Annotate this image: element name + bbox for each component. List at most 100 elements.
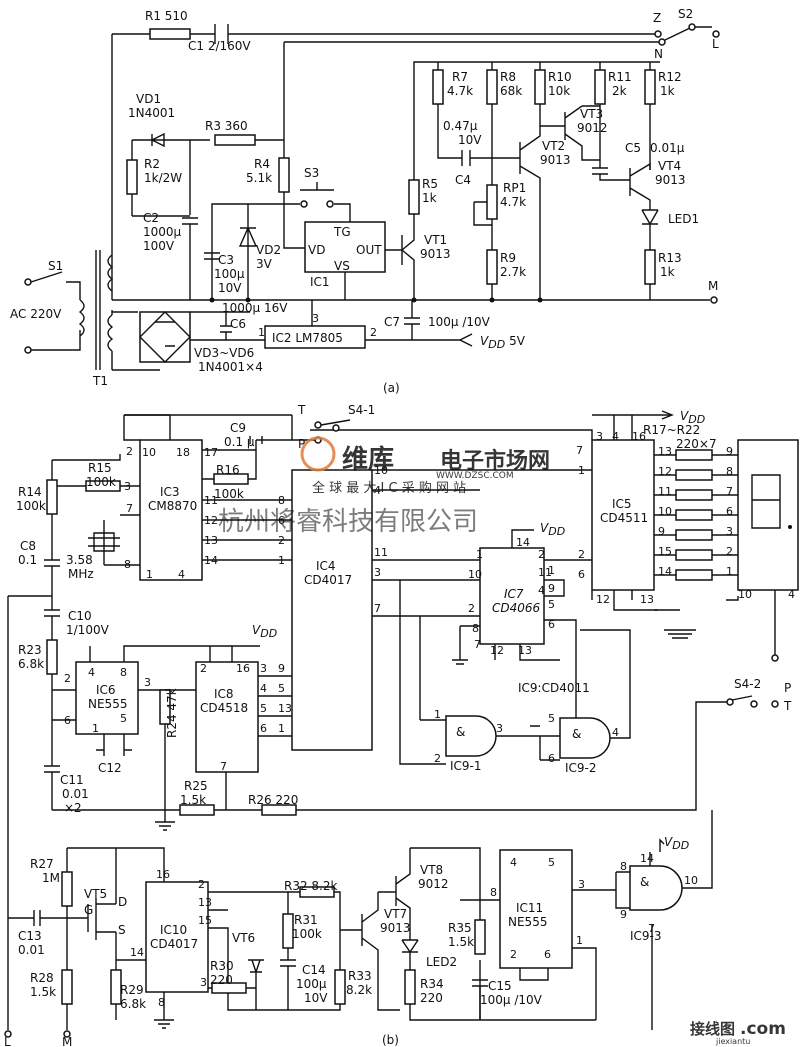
ic10-label: IC10 <box>160 923 187 937</box>
c5-label: C5 <box>625 141 641 155</box>
p-label-2: P <box>784 681 791 695</box>
vd36-label: VD3~VD6 <box>194 346 254 360</box>
r32-label: R32 8.2k <box>284 879 338 893</box>
r2-label: R2 <box>144 157 160 171</box>
svg-text:3: 3 <box>726 525 733 538</box>
svg-text:7: 7 <box>726 485 733 498</box>
vt4-label: VT4 <box>658 159 681 173</box>
c6-value: 1000μ 16V <box>222 301 288 315</box>
c14-label: C14 <box>302 963 326 977</box>
c7-label: C7 <box>384 315 400 329</box>
svg-text:8: 8 <box>726 465 733 478</box>
c11-label: C11 <box>60 773 84 787</box>
svg-text:4: 4 <box>538 584 545 597</box>
r12-resistor <box>644 69 656 105</box>
r23-label: R23 <box>18 643 42 657</box>
r15-label: R15 <box>88 461 112 475</box>
c9-value: 0.1 μ <box>224 435 255 449</box>
c15-value: 100μ /10V <box>480 993 543 1007</box>
ic1-out: OUT <box>356 243 382 257</box>
svg-text:8: 8 <box>158 996 165 1009</box>
r1-label: R1 510 <box>145 9 188 23</box>
c11-value1: 0.01 <box>62 787 89 801</box>
ic2-pin2: 2 <box>370 326 377 339</box>
svg-text:13: 13 <box>278 702 292 715</box>
c14-value1: 100μ <box>296 977 327 991</box>
schematic-a <box>24 23 720 371</box>
svg-text:14: 14 <box>658 565 672 578</box>
c15-label: C15 <box>488 979 512 993</box>
vt3-value: 9012 <box>577 121 608 135</box>
svg-text:10: 10 <box>738 588 752 601</box>
bridge-rectifier <box>139 311 191 363</box>
ic4-box <box>291 469 373 751</box>
ic8-label: IC8 <box>214 687 234 701</box>
svg-text:10: 10 <box>658 505 672 518</box>
r2-resistor <box>126 159 138 195</box>
vt5-g: G <box>84 903 93 917</box>
svg-text:2: 2 <box>64 672 71 685</box>
labels-a: R1 510 C1 2/160V Z S2 L N M VD1 1N4001 R… <box>10 7 719 388</box>
svg-text:4: 4 <box>612 726 619 739</box>
svg-text:1: 1 <box>146 568 153 581</box>
r35-resistor <box>474 919 486 955</box>
vd1-label: VD1 <box>136 92 161 106</box>
svg-text:5: 5 <box>260 702 267 715</box>
ic5-box <box>591 439 655 591</box>
ic8-value: CD4518 <box>200 701 248 715</box>
c8-value: 0.1 <box>18 553 37 567</box>
led2-label: LED2 <box>426 955 457 969</box>
svg-text:1: 1 <box>548 564 555 577</box>
svg-text:7: 7 <box>374 602 381 615</box>
r29-value: 6.8k <box>120 997 146 1011</box>
svg-text:5: 5 <box>548 598 555 611</box>
rp1-potentiometer <box>486 184 498 220</box>
r26-label: R26 220 <box>248 793 298 807</box>
svg-text:6: 6 <box>578 568 585 581</box>
s2-label: S2 <box>678 7 693 21</box>
r9-label: R9 <box>500 251 516 265</box>
c14-value2: 10V <box>304 991 328 1005</box>
r8-value: 68k <box>500 84 522 98</box>
ic1-label: IC1 <box>310 275 330 289</box>
vt1-label: VT1 <box>424 233 447 247</box>
l-label-b: L <box>4 1035 11 1047</box>
svg-text:6: 6 <box>548 618 555 631</box>
svg-text:3: 3 <box>596 430 603 443</box>
caption-b: (b) <box>382 1033 399 1047</box>
r7-label: R7 <box>452 70 468 84</box>
svg-text:3: 3 <box>260 662 267 675</box>
ic3-label: IC3 <box>160 485 180 499</box>
svg-text:16: 16 <box>156 868 170 881</box>
xtal-label: 3.58 <box>66 553 93 567</box>
c3-value1: 100μ <box>214 267 245 281</box>
svg-text:3: 3 <box>200 976 207 989</box>
svg-text:4: 4 <box>510 856 517 869</box>
svg-text:9: 9 <box>620 908 627 921</box>
c6-label: C6 <box>230 317 246 331</box>
svg-text:6: 6 <box>544 948 551 961</box>
r34-resistor <box>404 969 416 1005</box>
svg-text:7: 7 <box>126 502 133 515</box>
r5-resistor <box>408 179 420 215</box>
svg-text:2: 2 <box>578 548 585 561</box>
r7-resistor <box>432 69 444 105</box>
c1-label: C1 2/160V <box>188 39 251 53</box>
ic9-label: IC9:CD4011 <box>518 681 590 695</box>
ic91-label: IC9-1 <box>450 759 482 773</box>
ic5-label: IC5 <box>612 497 632 511</box>
c9-label: C9 <box>230 421 246 435</box>
r12-label: R12 <box>658 70 682 84</box>
vdd-label-top: VDD <box>680 409 705 426</box>
svg-text:10: 10 <box>142 446 156 459</box>
rp1-label: RP1 <box>503 181 526 195</box>
r33-resistor <box>334 969 346 1005</box>
vt5-s: S <box>118 923 126 937</box>
svg-text:5: 5 <box>278 682 285 695</box>
r2-value: 1k/2W <box>144 171 182 185</box>
r12-value: 1k <box>660 84 675 98</box>
ic6-label: IC6 <box>96 683 116 697</box>
vt8-value: 9012 <box>418 877 449 891</box>
svg-text:9: 9 <box>726 445 733 458</box>
watermark: 维库 电子市场网 WWW.DZSC.COM 全 球 最 大 I C 采 购 网 … <box>218 436 786 1046</box>
